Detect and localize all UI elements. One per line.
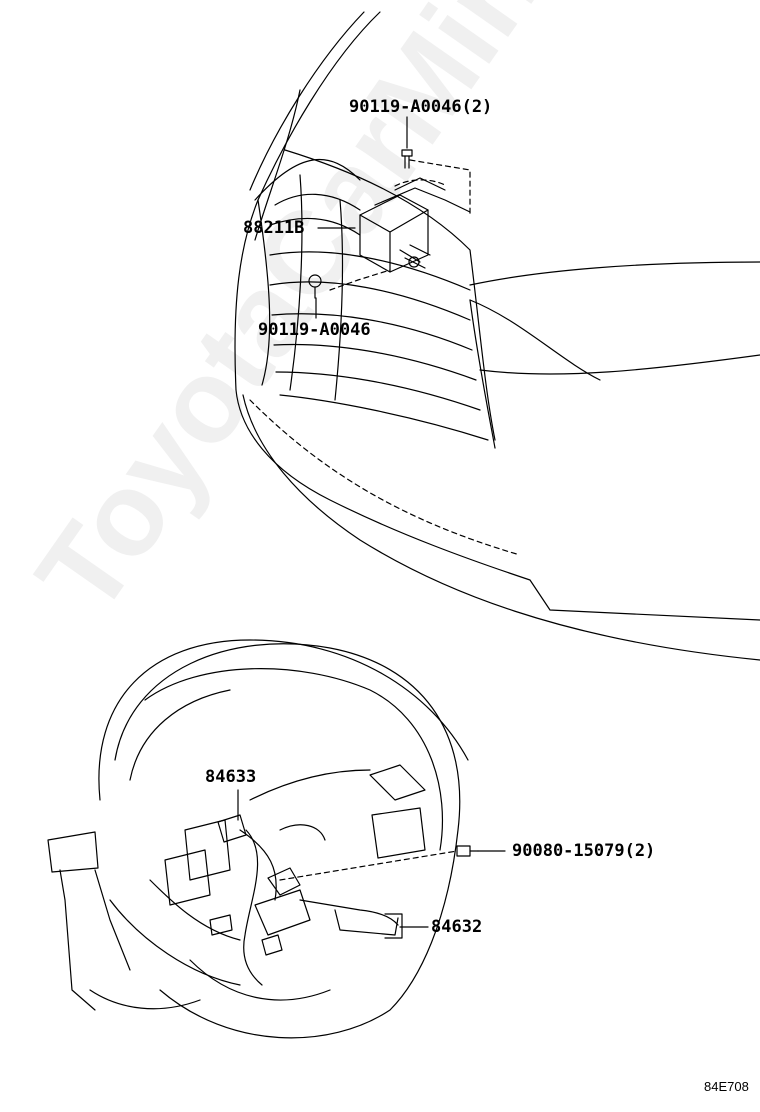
callout-module: 88211B: [243, 218, 305, 238]
steering-switch-left: [217, 814, 277, 986]
steering-column: [47, 831, 201, 1011]
bolt-top-icon: [401, 149, 413, 169]
callout-bolt-lower: 90119-A0046: [258, 320, 371, 340]
figure-code: 84E708: [704, 1079, 749, 1094]
leader-lines-upper: [315, 116, 408, 319]
steering-switch-right: [254, 867, 403, 956]
vehicle-front-outline: [234, 11, 760, 661]
bolt-lower-icon: [308, 274, 322, 299]
steering-wheel: [98, 639, 469, 1039]
leader-lines-lower: [237, 789, 506, 928]
callout-switch-right: 84632: [431, 917, 483, 937]
screw-icon: [456, 845, 479, 857]
control-module: [329, 159, 471, 291]
grille: [254, 149, 496, 449]
callout-switch-left: 84633: [205, 767, 257, 787]
callout-screw: 90080-15079(2): [512, 841, 656, 861]
callout-bolt-top: 90119-A0046(2): [349, 97, 493, 117]
